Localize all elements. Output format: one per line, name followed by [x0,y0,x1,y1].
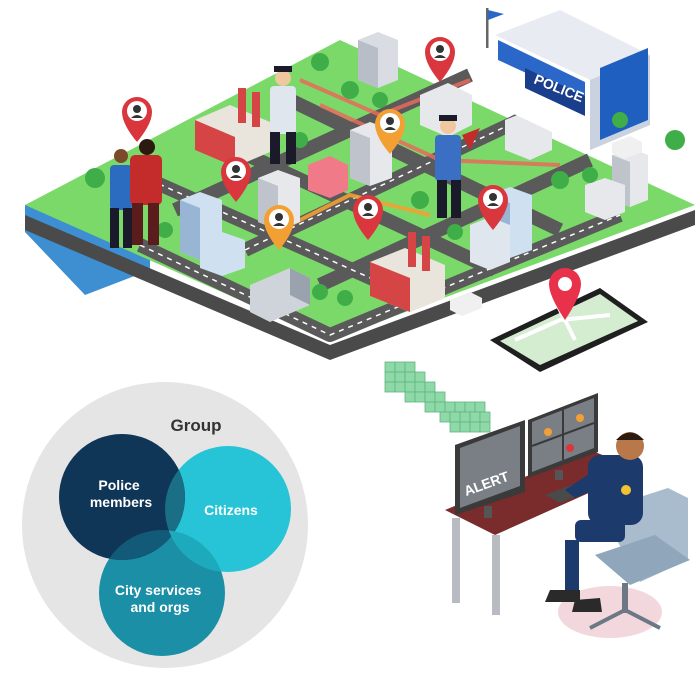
location-pin-person [353,195,383,240]
police-car-2 [612,136,642,159]
venn-group-label: Group [171,416,222,435]
control-room: ALERT [445,393,690,638]
police-officer-left [270,66,296,164]
venn-label-citizens: Citizens [204,502,258,518]
monitor-pin-icon [576,414,584,422]
police-operator [545,432,644,612]
badge-icon [621,485,631,495]
city-ground-side [25,210,695,360]
map-pin-icon [549,268,581,320]
desk-leg [492,535,500,615]
location-pin-person [425,37,455,82]
building-tower-1 [358,32,398,88]
police-station: POLICE [486,8,650,150]
location-pin-person [375,109,405,154]
location-pin-person [221,157,251,202]
police-officer-center [435,115,480,218]
venn-set-police [59,434,185,560]
desk-leg [452,518,460,603]
building-small-4 [200,232,245,276]
venn-label-city: City services and orgs [115,582,205,615]
city-buildings [180,32,648,312]
delivery-truck [250,268,310,322]
venn-label-police: Police members [90,477,152,510]
building-small-2 [420,83,472,137]
monitor-alert: ALERT [455,420,525,518]
monitor-map [528,393,598,480]
building-small-1 [470,217,510,270]
building-factory-2 [370,232,445,312]
location-pin-person [478,185,508,230]
police-car-1 [450,292,482,316]
trees [85,53,685,306]
building-small-5 [585,178,625,220]
monitor-pin-icon [544,428,552,436]
monitor-pin-icon [566,444,574,452]
pixel-arrow [384,361,491,433]
building-house-1 [308,156,348,198]
location-pin-person [264,205,294,250]
smartphone-map [490,268,648,372]
location-pins [122,37,508,250]
location-pin-person [122,97,152,142]
venn-overlap-citizens-city [165,530,225,572]
venn-diagram: Group Police members Citizens City servi… [22,382,308,668]
building-factory-1 [195,88,270,167]
officer-arresting-suspect [110,139,162,248]
